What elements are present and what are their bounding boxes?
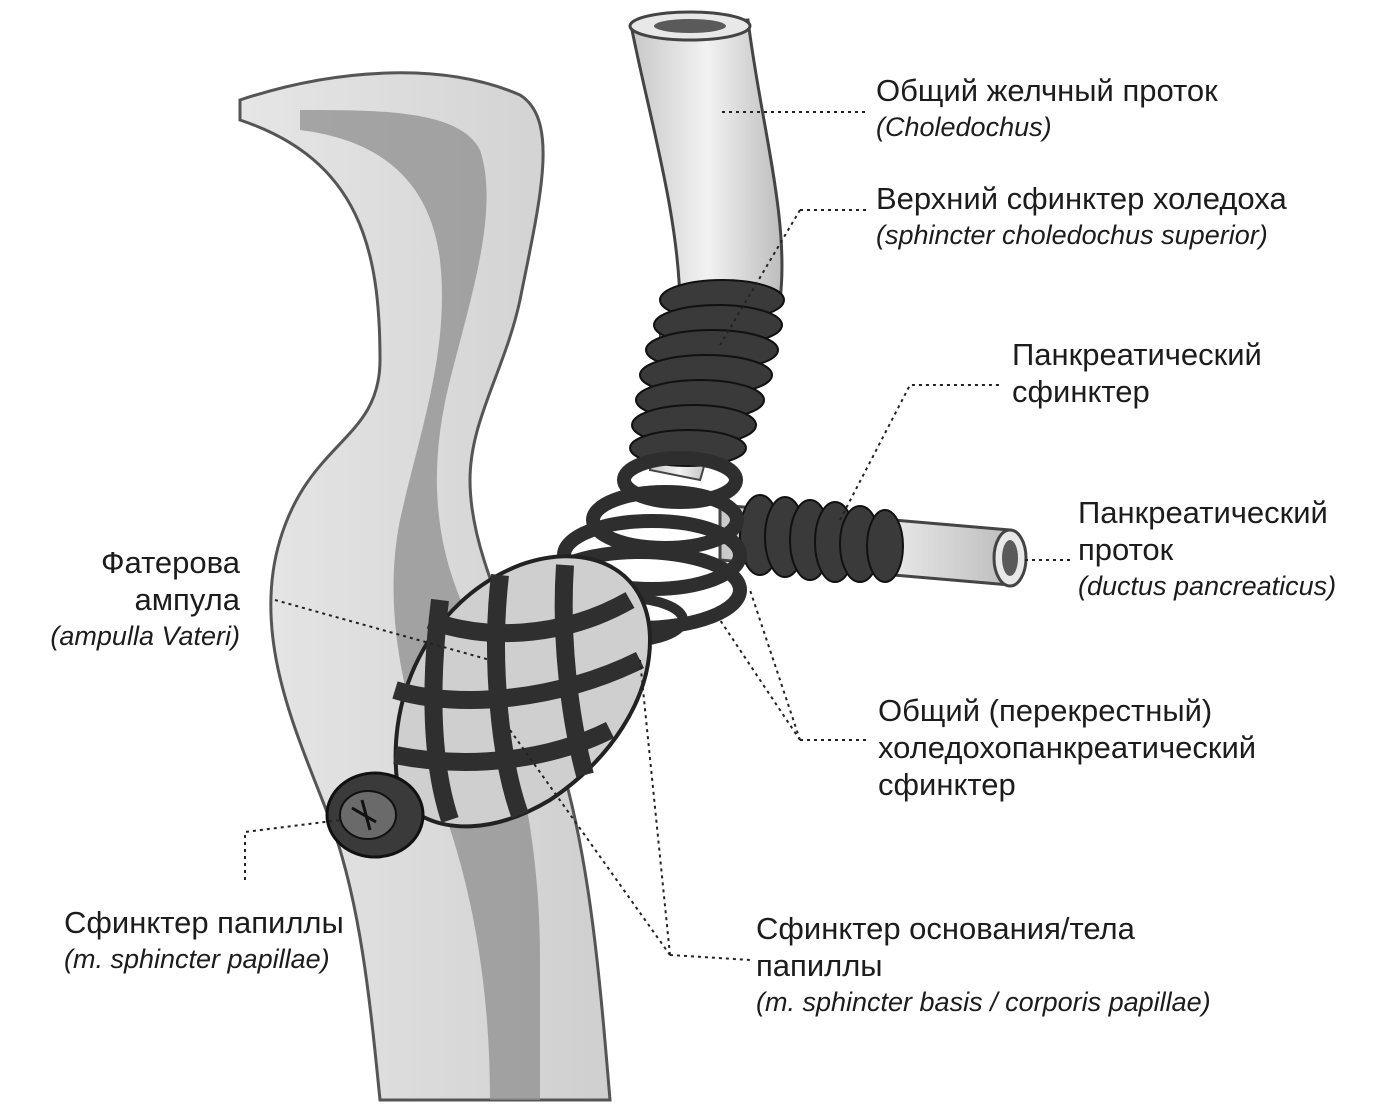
label-pancreatic-sphincter: Панкреатический сфинктер — [1012, 336, 1262, 410]
label-vater-ampulla-line2: ампула — [10, 581, 240, 618]
label-common-sphincter-line2: холедохопанкреатический — [878, 729, 1256, 766]
label-pancreatic-duct: Панкреатический проток (ductus pancreati… — [1078, 494, 1336, 605]
label-basis-sphincter-latin: (m. sphincter basis / corporis papillae) — [756, 984, 1211, 1021]
label-pancreatic-duct-latin: (ductus pancreaticus) — [1078, 568, 1336, 605]
label-pancreatic-sphincter-line2: сфинктер — [1012, 373, 1262, 410]
label-papilla-sphincter-latin: (m. sphincter papillae) — [64, 941, 344, 978]
label-papilla-sphincter: Сфинктер папиллы (m. sphincter papillae) — [64, 904, 344, 978]
label-common-sphincter-line3: сфинктер — [878, 766, 1256, 803]
papilla-tip — [327, 773, 423, 857]
label-choledochus-latin: (Choledochus) — [876, 109, 1218, 146]
label-choledochus: Общий желчный проток (Choledochus) — [876, 72, 1218, 146]
label-upper-sphincter-name: Верхний сфинктер холедоха — [876, 180, 1287, 217]
label-upper-sphincter: Верхний сфинктер холедоха (sphincter cho… — [876, 180, 1287, 254]
label-upper-sphincter-latin: (sphincter choledochus superior) — [876, 217, 1287, 254]
label-common-sphincter: Общий (перекрестный) холедохопанкреатиче… — [878, 692, 1256, 803]
label-vater-ampulla: Фатерова ампула (ampulla Vateri) — [10, 544, 240, 655]
label-pancreatic-duct-line2: проток — [1078, 531, 1336, 568]
label-basis-sphincter-line2: папиллы — [756, 947, 1211, 984]
label-vater-ampulla-line1: Фатерова — [10, 544, 240, 581]
label-vater-ampulla-latin: (ampulla Vateri) — [10, 618, 240, 655]
label-choledochus-name: Общий желчный проток — [876, 72, 1218, 109]
label-pancreatic-sphincter-line1: Панкреатический — [1012, 336, 1262, 373]
upper-sphincter-coils — [630, 280, 784, 466]
label-common-sphincter-line1: Общий (перекрестный) — [878, 692, 1256, 729]
label-basis-sphincter-line1: Сфинктер основания/тела — [756, 910, 1211, 947]
pancreatic-sphincter-coils — [740, 495, 903, 582]
label-basis-sphincter: Сфинктер основания/тела папиллы (m. sphi… — [756, 910, 1211, 1021]
label-pancreatic-duct-line1: Панкреатический — [1078, 494, 1336, 531]
label-papilla-sphincter-name: Сфинктер папиллы — [64, 904, 344, 941]
